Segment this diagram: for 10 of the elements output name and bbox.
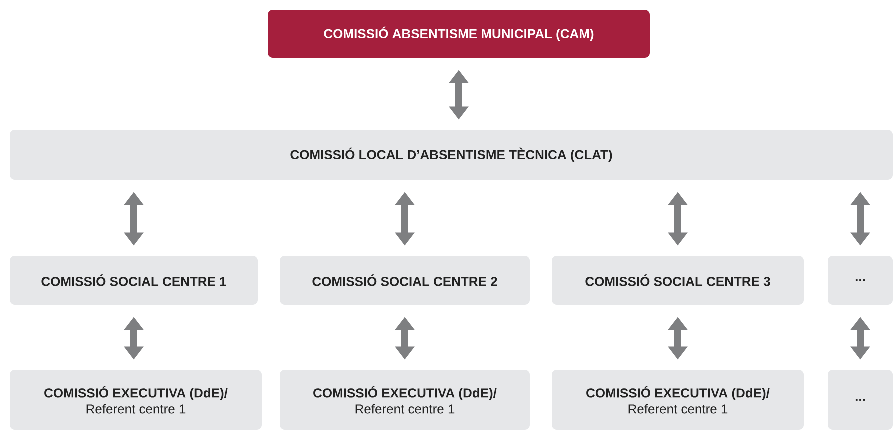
commission-box: COMISSIÓ SOCIAL CENTRE 1 [10,256,258,305]
commission-box: COMISSIÓ EXECUTIVA (DdE)/ Referent centre 1 [10,370,262,430]
commission-band: COMISSIÓ LOCAL D’ABSENTISME TÈCNICA (CLAT) [10,130,893,180]
commission-box: ... [828,256,893,305]
commission-box: COMISSIÓ EXECUTIVA (DdE)/ Referent centre 1 [552,370,804,430]
commission-box: COMISSIÓ SOCIAL CENTRE 2 [280,256,530,305]
commission-box: COMISSIÓ EXECUTIVA (DdE)/ Referent centre 1 [280,370,530,430]
commission-box: ... [828,370,893,430]
top-commission-box: COMISSIÓ ABSENTISME MUNICIPAL (CAM) [268,10,650,58]
commission-box: COMISSIÓ SOCIAL CENTRE 3 [552,256,804,305]
